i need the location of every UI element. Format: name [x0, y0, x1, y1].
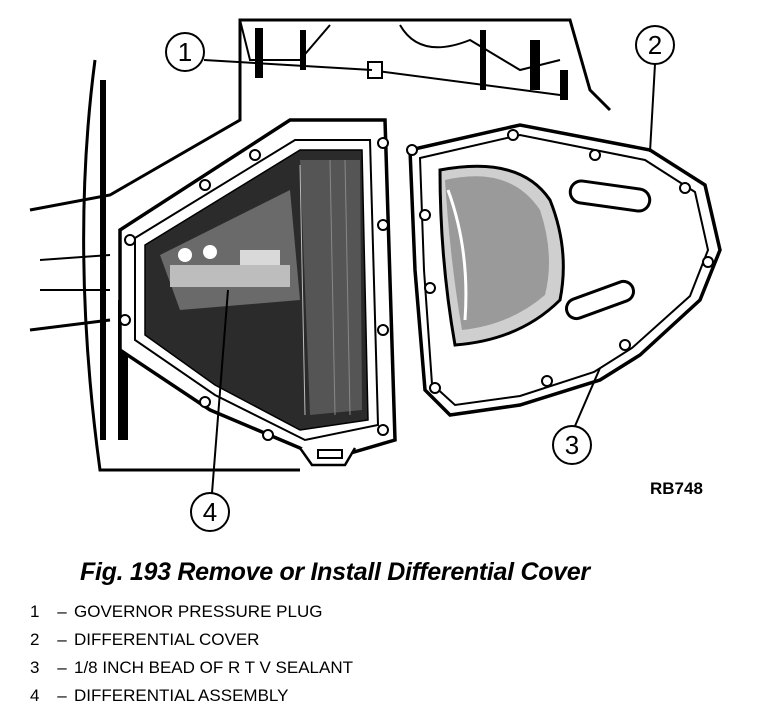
- legend-number: 2: [30, 630, 40, 649]
- legend-item: 2–DIFFERENTIAL COVER: [30, 626, 353, 654]
- legend-item: 4–DIFFERENTIAL ASSEMBLY: [30, 682, 353, 710]
- legend-number: 1: [30, 602, 40, 621]
- differential-cover-illustration: 1 2 3 4 RB748: [29, 18, 722, 532]
- legend-number: 4: [30, 686, 40, 705]
- callout-2-label: 2: [648, 30, 662, 60]
- legend-dash: –: [57, 602, 67, 621]
- legend-number: 3: [30, 658, 40, 677]
- differential-cover: [406, 123, 722, 417]
- callout-1-label: 1: [178, 37, 192, 67]
- legend-dash: –: [57, 630, 67, 649]
- callout-4: 4: [190, 289, 230, 532]
- legend-dash: –: [57, 658, 67, 677]
- legend-item: 3–1/8 INCH BEAD OF R T V SEALANT: [30, 654, 353, 682]
- legend-text: 1/8 INCH BEAD OF R T V SEALANT: [74, 658, 354, 677]
- callout-2: 2: [635, 25, 675, 153]
- callout-1: 1: [165, 32, 373, 72]
- figure-caption: Fig. 193 Remove or Install Differential …: [80, 558, 590, 586]
- housing-shading: [100, 28, 568, 440]
- legend-dash: –: [57, 686, 67, 705]
- housing-flange: [118, 118, 397, 467]
- legend-text: DIFFERENTIAL ASSEMBLY: [74, 686, 289, 705]
- callout-3-label: 3: [565, 430, 579, 460]
- callout-4-label: 4: [203, 497, 217, 527]
- transmission-housing: [29, 18, 612, 472]
- callout-3: 3: [552, 367, 601, 465]
- parts-legend: 1–GOVERNOR PRESSURE PLUG 2–DIFFERENTIAL …: [30, 598, 353, 710]
- legend-text: DIFFERENTIAL COVER: [74, 630, 260, 649]
- legend-text: GOVERNOR PRESSURE PLUG: [74, 602, 323, 621]
- figure-code: RB748: [650, 479, 703, 498]
- legend-item: 1–GOVERNOR PRESSURE PLUG: [30, 598, 353, 626]
